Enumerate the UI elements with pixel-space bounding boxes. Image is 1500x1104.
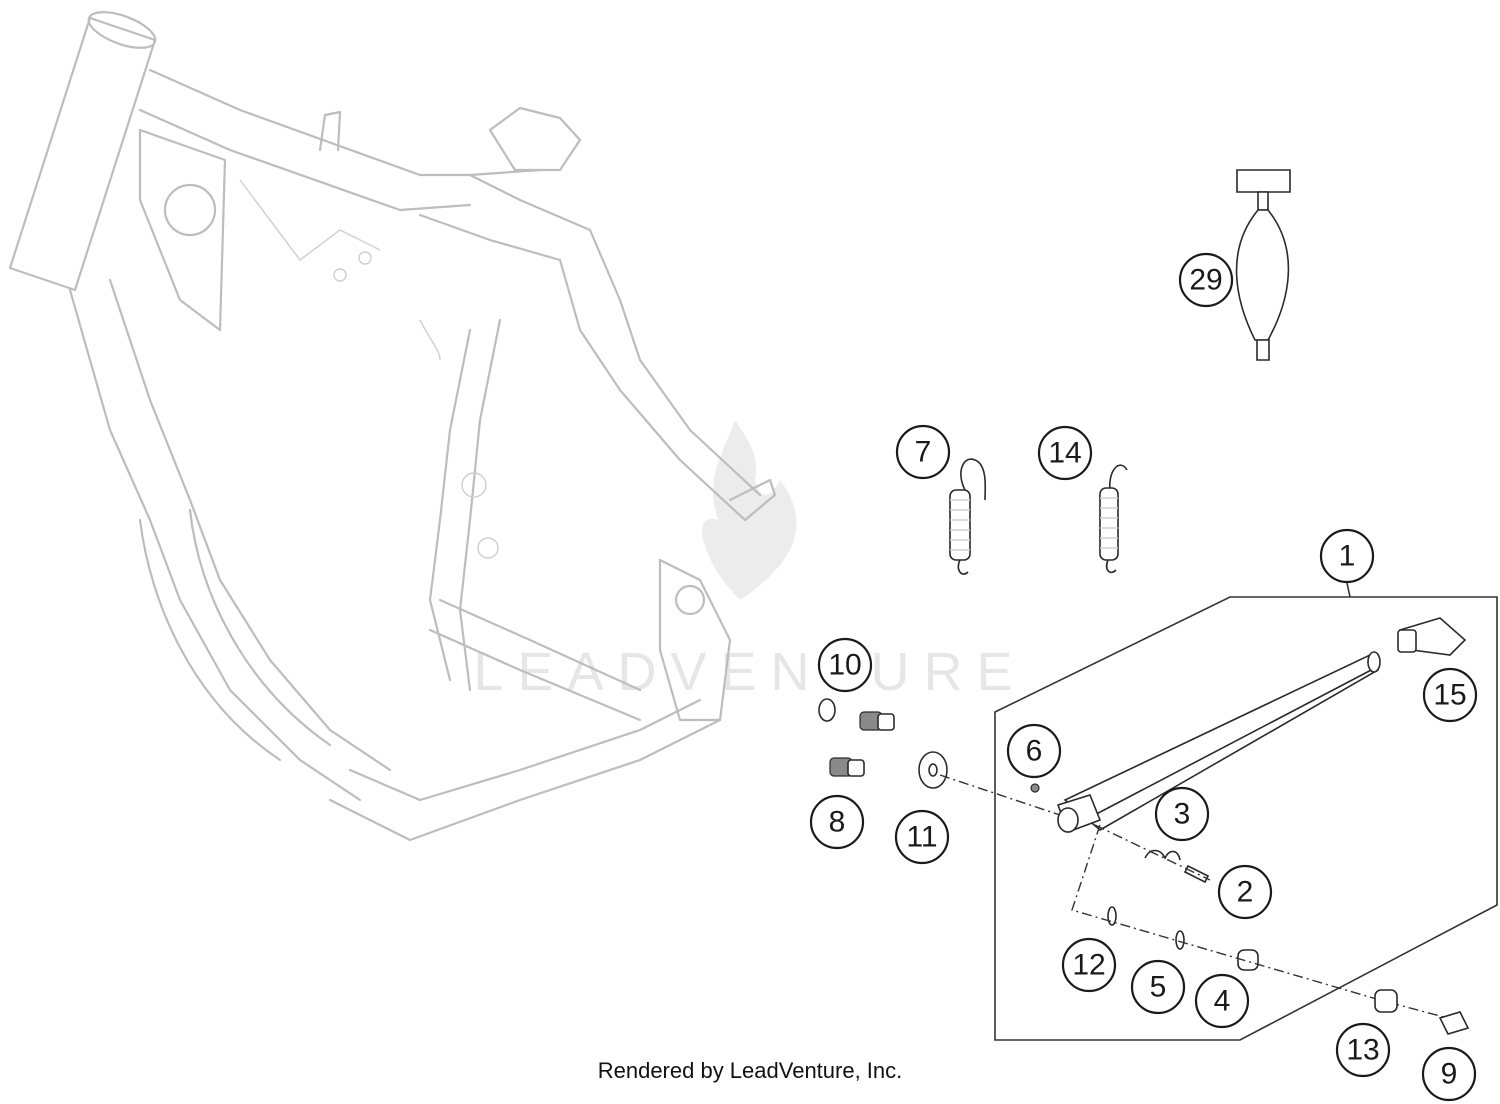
callout-29: 29 (1178, 252, 1234, 308)
part-11-washer (918, 751, 948, 789)
callout-1: 1 (1319, 528, 1375, 584)
watermark-text: LEADVENTURE (473, 642, 1026, 702)
callout-13: 13 (1335, 1022, 1391, 1078)
part-10-bolt (859, 711, 895, 731)
callout-2: 2 (1217, 864, 1273, 920)
part-1-assembly (939, 582, 1498, 1041)
svg-text:9: 9 (1441, 1058, 1458, 1091)
svg-text:5: 5 (1150, 971, 1167, 1004)
callout-8: 8 (809, 794, 865, 850)
svg-text:7: 7 (915, 436, 932, 469)
part-6-ball (1030, 783, 1040, 793)
svg-text:12: 12 (1072, 949, 1105, 982)
svg-text:13: 13 (1346, 1034, 1379, 1067)
part-7-spring (949, 458, 987, 575)
svg-text:10: 10 (828, 649, 861, 682)
callout-4: 4 (1194, 973, 1250, 1029)
part-14-spring (1099, 464, 1128, 574)
svg-text:29: 29 (1189, 264, 1222, 297)
svg-text:3: 3 (1174, 798, 1191, 831)
callout-10: 10 (817, 637, 873, 693)
callout-9: 9 (1421, 1046, 1477, 1102)
svg-text:4: 4 (1214, 985, 1231, 1018)
callout-15: 15 (1422, 667, 1478, 723)
rendered-by-credit: Rendered by LeadVenture, Inc. (597, 1058, 903, 1083)
svg-text:8: 8 (829, 806, 846, 839)
part-29-tool (1235, 169, 1291, 361)
callout-11: 11 (894, 809, 950, 865)
callout-7: 7 (895, 424, 951, 480)
part-9-bolt (1438, 1011, 1470, 1035)
part-10-o-ring (818, 698, 836, 722)
svg-text:2: 2 (1237, 876, 1254, 909)
callout-5: 5 (1130, 959, 1186, 1015)
svg-text:15: 15 (1433, 679, 1466, 712)
callout-14: 14 (1037, 425, 1093, 481)
part-8-bolt (829, 757, 865, 777)
callout-6: 6 (1006, 723, 1062, 779)
leadventure-watermark: LEADVENTURE (473, 420, 1026, 702)
svg-text:11: 11 (906, 821, 937, 854)
svg-text:6: 6 (1026, 735, 1043, 768)
svg-text:14: 14 (1048, 437, 1081, 470)
svg-text:1: 1 (1339, 540, 1356, 573)
motorcycle-frame (8, 11, 777, 842)
part-13-spacer (1374, 989, 1398, 1013)
callout-12: 12 (1061, 937, 1117, 993)
callout-3: 3 (1154, 786, 1210, 842)
